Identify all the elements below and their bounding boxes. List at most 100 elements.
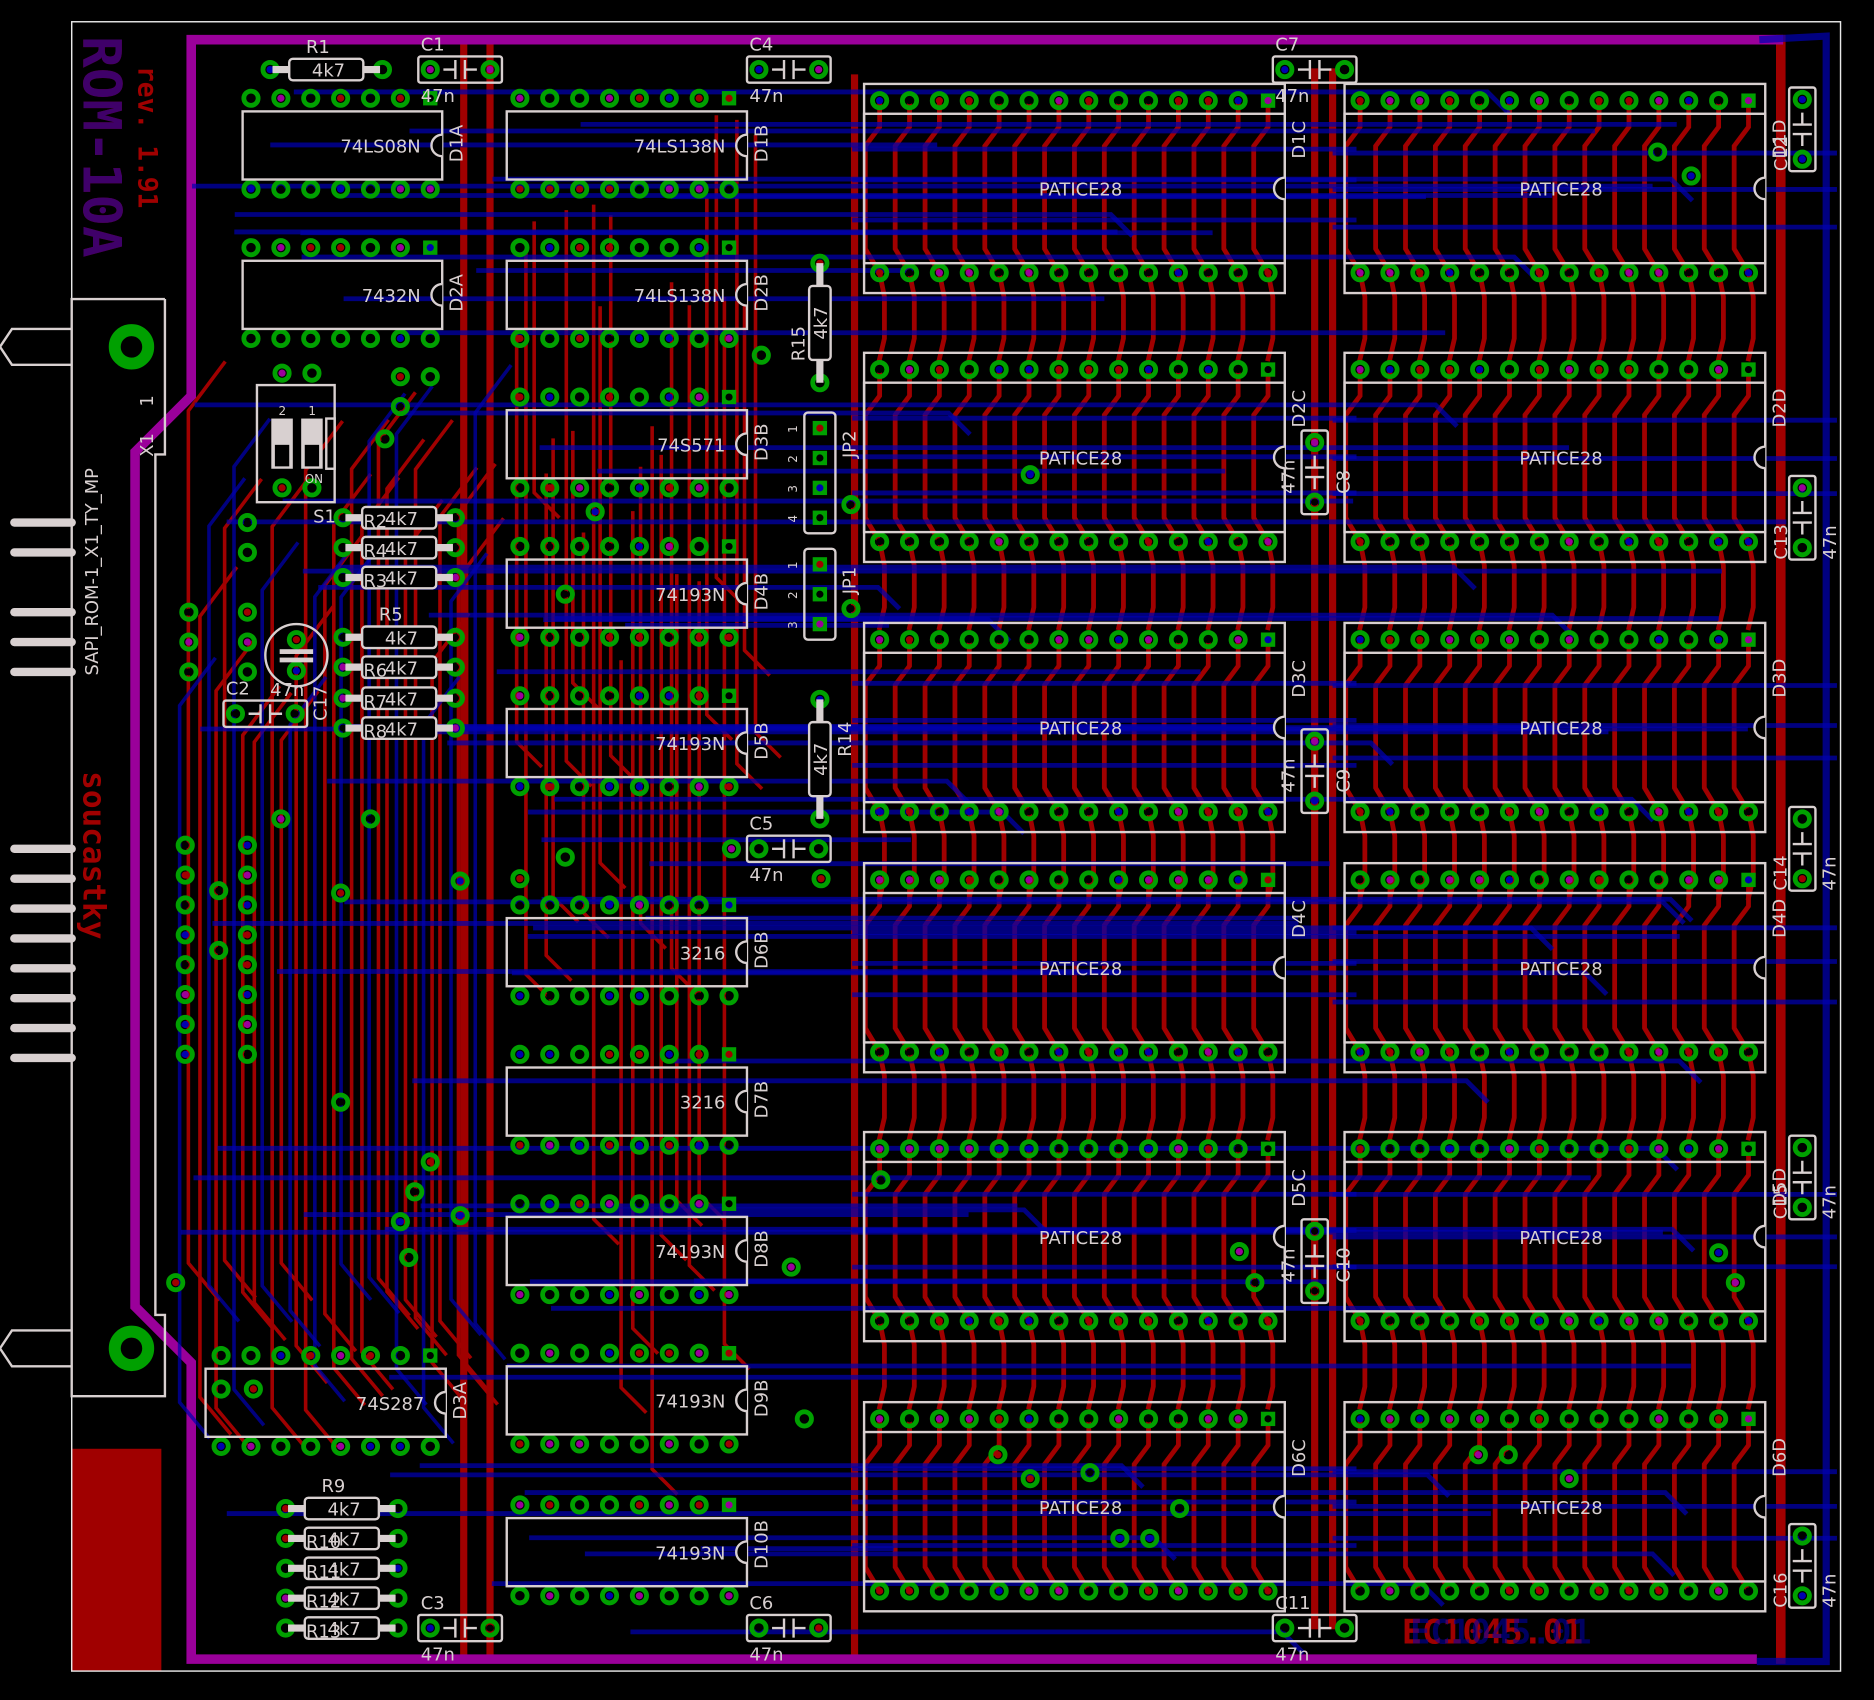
drill-hole <box>1535 636 1543 644</box>
drill-hole <box>1204 1145 1212 1153</box>
pad <box>629 1434 649 1454</box>
pad <box>1305 432 1325 453</box>
pad <box>1559 532 1579 552</box>
ic-notch <box>1272 176 1285 201</box>
pad <box>629 1135 649 1155</box>
drill-hole <box>1655 269 1663 277</box>
drill-hole <box>1356 1317 1364 1325</box>
bus-trace <box>1205 1049 1216 1141</box>
drill-hole <box>185 608 193 616</box>
drill-hole <box>243 638 251 646</box>
pad <box>570 1343 590 1363</box>
pad <box>1138 802 1159 822</box>
pad <box>301 328 321 349</box>
pad <box>272 363 292 383</box>
drill-hole <box>1055 1317 1063 1325</box>
pin-trace <box>1131 1416 1152 1595</box>
bus-trace <box>1085 1049 1096 1141</box>
pad <box>719 1285 739 1305</box>
drill-hole <box>278 484 286 492</box>
pad <box>390 238 410 258</box>
resistor <box>288 1556 396 1581</box>
pad <box>1440 630 1460 650</box>
pad <box>175 985 195 1005</box>
drill-hole <box>396 1218 404 1226</box>
drill-hole <box>282 1534 290 1542</box>
pin-trace <box>1701 1416 1722 1595</box>
drill-hole <box>695 1141 703 1149</box>
drill-hole <box>1595 808 1603 816</box>
drill-hole <box>635 94 643 102</box>
drill-hole <box>1565 1317 1573 1325</box>
drill-hole <box>378 65 387 74</box>
pad <box>570 777 590 797</box>
pad <box>659 238 679 258</box>
drill-hole <box>1055 1415 1063 1423</box>
drill-hole <box>247 244 255 252</box>
pin-trace <box>1462 367 1483 545</box>
pad <box>899 802 920 822</box>
cap-symbol <box>1297 60 1332 80</box>
drill-hole <box>727 845 736 853</box>
ic-value-label: 74S571 <box>657 435 725 456</box>
drill-hole <box>935 538 943 546</box>
drill-hole <box>266 65 274 74</box>
drill-hole <box>1025 365 1033 374</box>
pad <box>237 835 257 855</box>
drill-hole <box>995 876 1003 884</box>
drill-hole <box>1174 97 1183 105</box>
pad <box>1049 1409 1069 1429</box>
drill-hole <box>1655 1048 1663 1056</box>
trace <box>232 417 272 1427</box>
bus-trace <box>1056 269 1067 362</box>
drill-hole <box>1535 1587 1543 1595</box>
cap-symbol <box>1792 1549 1812 1583</box>
pad <box>510 387 530 407</box>
drill-hole <box>1235 1247 1243 1256</box>
drill-hole <box>1055 808 1063 816</box>
pad <box>510 1135 530 1155</box>
pad <box>271 179 291 199</box>
drill-hole <box>665 1141 673 1149</box>
pad <box>1709 1581 1729 1601</box>
drill-hole <box>1144 876 1153 884</box>
drill-hole <box>426 94 434 102</box>
gnd-rail <box>130 34 1784 1664</box>
drill-hole <box>546 334 554 343</box>
pin-trace <box>1612 98 1633 277</box>
pad <box>1079 630 1099 650</box>
pad <box>1198 802 1218 822</box>
drill-hole <box>1204 538 1212 546</box>
bus-trace <box>1145 269 1156 362</box>
pad <box>1228 1311 1248 1331</box>
drill-hole <box>605 1349 614 1357</box>
trace <box>234 212 1135 238</box>
trace <box>344 899 1686 926</box>
drill-hole <box>1115 1145 1123 1153</box>
pad <box>420 367 440 387</box>
drill-hole <box>217 1351 225 1360</box>
pad <box>989 532 1009 552</box>
drill-hole <box>1386 97 1394 105</box>
drill-hole <box>1204 876 1212 884</box>
pad <box>719 1586 739 1606</box>
pad <box>1229 1242 1249 1262</box>
drill-hole <box>1504 1451 1512 1459</box>
pad <box>540 1285 560 1305</box>
drill-hole <box>1446 365 1454 374</box>
pad <box>599 1586 620 1606</box>
resistor-body <box>303 1586 381 1611</box>
pad <box>179 602 199 622</box>
drill-hole <box>1281 1624 1289 1632</box>
bus-trace <box>1085 269 1096 362</box>
trace <box>385 438 426 1331</box>
pad <box>390 397 410 417</box>
drill-hole <box>877 1176 885 1184</box>
drill-hole <box>1685 636 1693 644</box>
pad <box>1019 263 1039 283</box>
drill-hole <box>1085 636 1093 644</box>
drill-hole <box>243 518 251 527</box>
pad <box>1792 89 1812 110</box>
drill-hole <box>1386 1145 1394 1153</box>
pad <box>1619 630 1639 650</box>
